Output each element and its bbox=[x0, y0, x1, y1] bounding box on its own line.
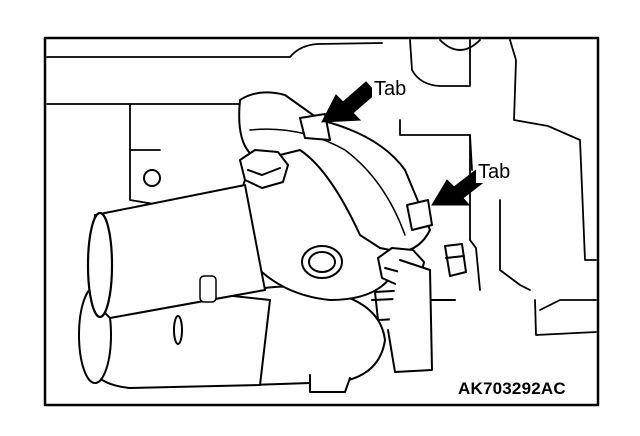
mount-hole bbox=[143, 169, 161, 187]
arrow-upper-tab bbox=[321, 81, 377, 123]
tab-lower bbox=[406, 199, 433, 231]
figure-frame bbox=[43, 36, 600, 407]
figure-code: AK703292AC bbox=[458, 379, 566, 398]
callout-tab-lower: Tab bbox=[476, 161, 513, 183]
bolt-upper-left bbox=[239, 149, 289, 189]
callout-tab-upper: Tab bbox=[372, 78, 409, 100]
housing-foot bbox=[309, 374, 351, 393]
bolt-right bbox=[444, 243, 467, 277]
